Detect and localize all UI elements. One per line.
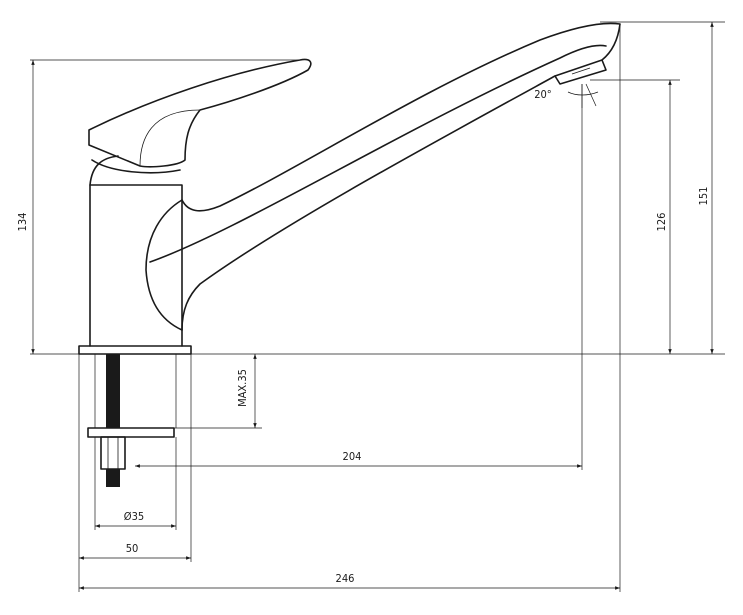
threaded-rod-end	[106, 469, 120, 487]
spout-hub	[145, 199, 183, 331]
label-50: 50	[126, 542, 139, 555]
label-max35: MAX.35	[236, 369, 249, 407]
lever-crease	[139, 109, 201, 167]
label-134: 134	[16, 213, 29, 232]
washer-plate	[87, 427, 175, 438]
label-204: 204	[343, 450, 362, 463]
base-plate	[78, 345, 192, 355]
faucet-outline	[78, 22, 621, 355]
label-246: 246	[336, 572, 355, 585]
spout-upper-edge	[181, 22, 621, 212]
nut	[100, 436, 126, 470]
label-angle: 20°	[534, 88, 552, 101]
dimension-lines	[30, 21, 725, 592]
label-151: 151	[697, 187, 710, 206]
aerator	[554, 59, 607, 85]
dimension-labels: 151 126 134 MAX.35 204 Ø35 50 246 20°	[16, 88, 710, 585]
body-top-curve	[89, 155, 119, 186]
lever-handle	[88, 58, 312, 168]
spout-lower-edge	[181, 75, 556, 331]
body-column	[89, 184, 183, 347]
lever-collar	[91, 159, 181, 174]
label-d35: Ø35	[124, 510, 144, 523]
aerator-slot	[571, 67, 591, 75]
label-126: 126	[655, 213, 668, 232]
angle-tilt-line	[585, 83, 597, 107]
angle-arc	[567, 91, 599, 96]
spout-inner-band	[149, 44, 607, 263]
threaded-rod	[106, 354, 120, 428]
mounting-hardware	[87, 354, 175, 487]
